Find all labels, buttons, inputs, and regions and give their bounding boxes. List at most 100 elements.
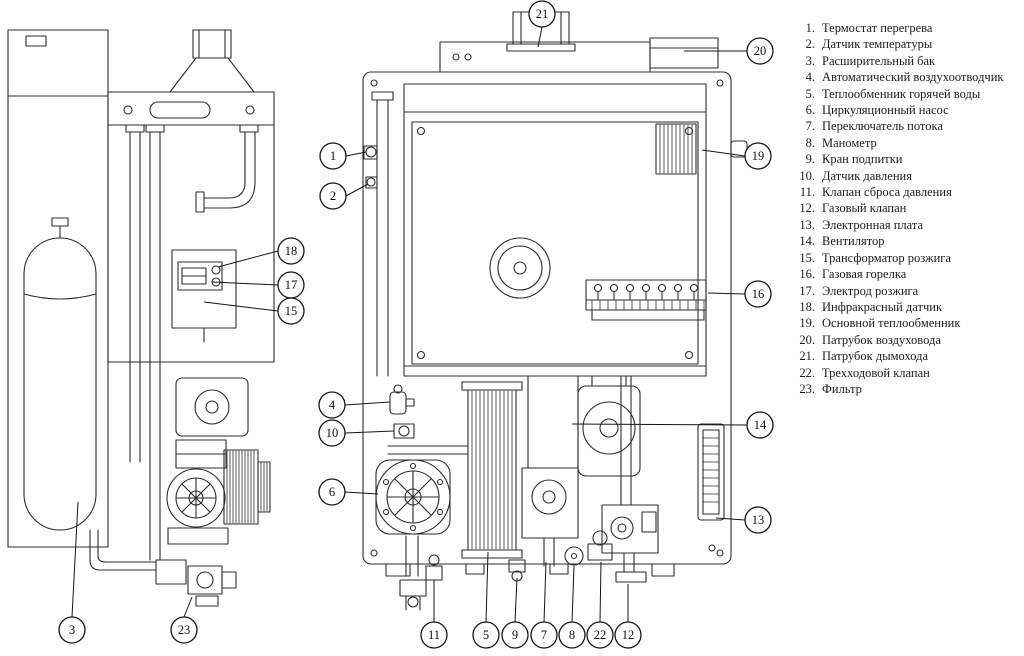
legend-label: Теплообменник горячей воды	[822, 86, 981, 101]
legend-num: 23.	[799, 381, 815, 396]
callout-17: 17	[211, 271, 305, 299]
callout-6-label: 6	[329, 485, 335, 499]
front-view	[362, 11, 748, 611]
front-burner	[585, 279, 707, 321]
callout-10: 10	[318, 419, 395, 447]
callout-19: 19	[701, 142, 772, 170]
legend-item-13: 13.Электронная плата	[789, 217, 1023, 233]
side-pipes	[125, 124, 259, 561]
legend-item-16: 16.Газовая горелка	[789, 266, 1023, 282]
legend-label: Клапан сброса давления	[822, 185, 952, 200]
legend-num: 10.	[799, 168, 815, 183]
callout-7: 7	[530, 561, 558, 649]
legend-num: 22.	[799, 365, 815, 380]
legend-item-9: 9.Кран подпитки	[789, 151, 1023, 167]
front-flow-switch	[521, 375, 579, 567]
callout-19-label: 19	[752, 149, 765, 163]
legend-label: Датчик температуры	[822, 37, 933, 52]
legend-item-12: 12.Газовый клапан	[789, 200, 1023, 216]
legend-num: 4.	[805, 70, 815, 85]
side-flue-duct	[169, 29, 255, 93]
legend-num: 15.	[799, 250, 815, 265]
legend-label: Кран подпитки	[822, 152, 903, 167]
callout-14: 14	[571, 411, 774, 439]
legend-num: 17.	[799, 283, 815, 298]
callout-5-label: 5	[483, 628, 489, 642]
legend-item-3: 3. Расширительный бак	[789, 53, 1023, 69]
legend-label: Патрубок воздуховода	[822, 332, 941, 347]
legend-num: 12.	[799, 201, 815, 216]
front-sight-window	[489, 237, 551, 299]
front-control-board	[697, 423, 725, 552]
front-left-pipe	[363, 91, 394, 377]
legend-label: Циркуляционный насос	[822, 103, 949, 118]
callout-15-label: 15	[285, 304, 298, 318]
legend-item-20: 20.Патрубок воздуховода	[789, 332, 1023, 348]
side-ignition-box	[171, 249, 237, 343]
legend-item-23: 23.Фильтр	[789, 381, 1023, 397]
legend-num: 11.	[799, 185, 815, 200]
callout-17-label: 17	[285, 278, 298, 292]
legend-num: 18.	[799, 299, 815, 314]
front-three-way-valve	[587, 530, 613, 561]
callout-12: 12	[614, 584, 642, 649]
front-feet	[385, 563, 675, 577]
callout-8-label: 8	[569, 628, 575, 642]
legend-label: Расширительный бак	[822, 53, 936, 68]
legend-item-18: 18.Инфракрасный датчик	[789, 299, 1023, 315]
legend-label: Термостат перегрева	[822, 21, 933, 35]
callout-14-label: 14	[754, 418, 767, 432]
callout-9: 9	[501, 577, 529, 649]
legend-item-2: 2. Датчик температуры	[789, 36, 1023, 52]
legend-num: 21.	[799, 349, 815, 364]
callout-20-label: 20	[754, 44, 767, 58]
front-dhw-heat-exchanger	[461, 381, 523, 559]
legend-label: Электрод розжига	[822, 283, 919, 298]
callout-9-label: 9	[512, 628, 518, 642]
callout-12-label: 12	[622, 628, 635, 642]
callout-23: 23	[170, 596, 198, 644]
legend-label: Датчик давления	[822, 168, 912, 183]
legend-label: Автоматический воздухоотводчик	[822, 70, 1004, 85]
callout-18: 18	[217, 237, 305, 268]
callout-22-label: 22	[594, 628, 607, 642]
legend-item-21: 21.Патрубок дымохода	[789, 348, 1023, 364]
callout-3-label: 3	[69, 623, 75, 637]
front-top-panel	[439, 37, 719, 73]
callout-21: 21	[528, 0, 556, 48]
legend-num: 7.	[805, 119, 815, 134]
legend-num: 3.	[805, 53, 815, 68]
legend-num: 6.	[805, 103, 815, 118]
legend-num: 1.	[805, 21, 815, 35]
side-bottom-fittings	[89, 529, 237, 607]
legend-item-22: 22.Трехходовой клапан	[789, 365, 1023, 381]
legend-item-8: 8.Манометр	[789, 135, 1023, 151]
front-pressure-sensor	[393, 423, 415, 439]
front-bottom-left-fitting	[399, 579, 427, 611]
front-combustion-chamber	[403, 83, 707, 377]
callout-4: 4	[318, 391, 391, 419]
legend-num: 13.	[799, 217, 815, 232]
legend-num: 16.	[799, 267, 815, 282]
legend-num: 2.	[805, 37, 815, 52]
legend-label: Переключатель потока	[822, 119, 943, 134]
legend-item-6: 6. Циркуляционный насос	[789, 102, 1023, 118]
front-gas-valve	[601, 375, 659, 583]
legend-item-19: 19.Основной теплообменник	[789, 315, 1023, 331]
front-vent-grille	[655, 123, 697, 175]
callout-13-label: 13	[752, 513, 765, 527]
callout-11: 11	[420, 580, 448, 649]
legend-item-17: 17. Электрод розжига	[789, 283, 1023, 299]
legend-item-11: 11. Клапан сброса давления	[789, 184, 1023, 200]
front-hydraulic-pipes	[387, 445, 469, 577]
callout-2-label: 2	[330, 189, 336, 203]
legend-num: 19.	[799, 316, 815, 331]
callout-16: 16	[707, 280, 772, 308]
side-view	[7, 29, 275, 607]
legend-item-10: 10. Датчик давления	[789, 168, 1023, 184]
callout-22: 22	[586, 561, 614, 649]
callout-13: 13	[715, 506, 772, 534]
front-safety-valve	[425, 554, 443, 581]
